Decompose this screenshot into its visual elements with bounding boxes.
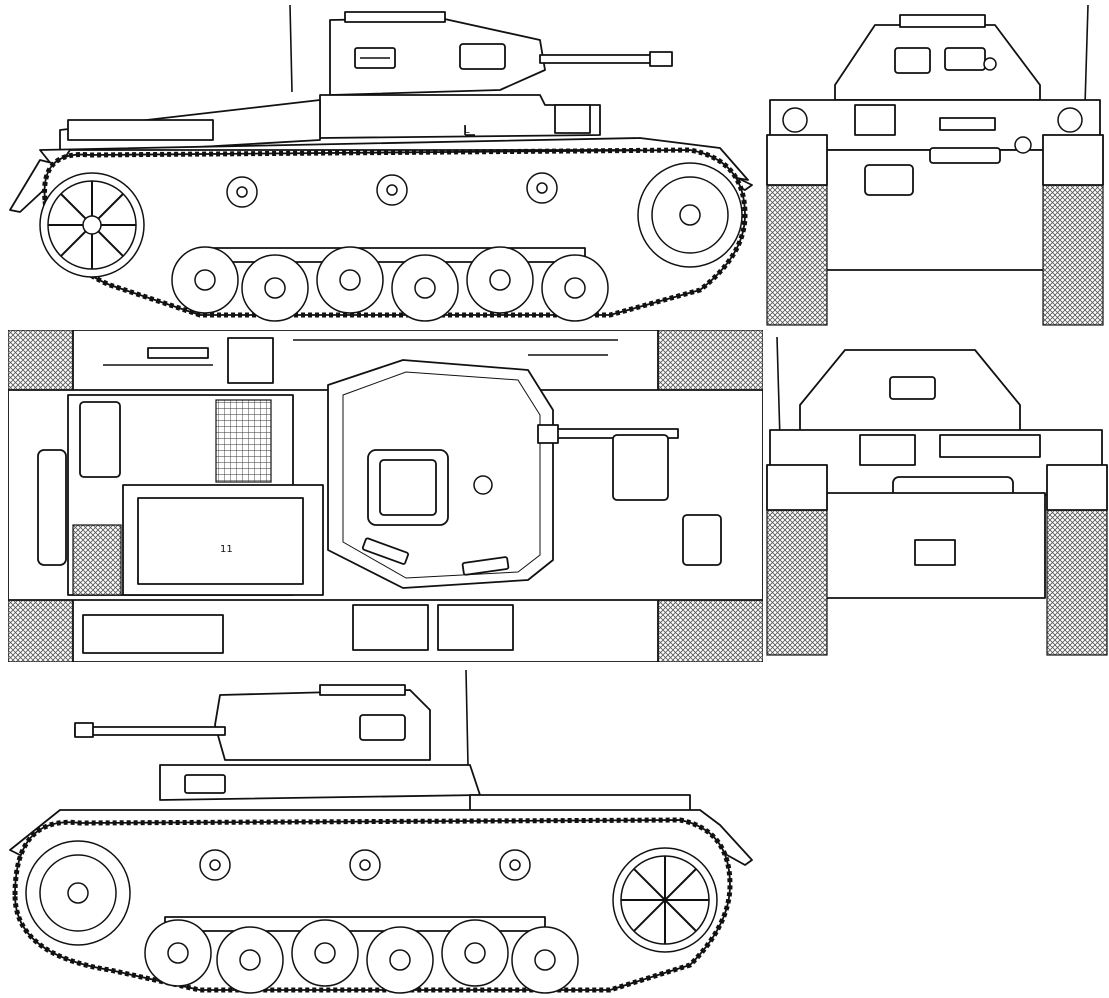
main-gun <box>539 54 666 64</box>
road-wheels <box>144 919 579 994</box>
idler-spokes <box>621 856 709 944</box>
front-view <box>765 0 1109 330</box>
headlight-left <box>782 107 808 133</box>
stowage-box <box>82 614 224 654</box>
antenna <box>1084 4 1089 106</box>
driver-hatch <box>612 434 669 501</box>
vision-port <box>944 47 986 71</box>
antenna <box>289 4 293 93</box>
exhaust-muffler <box>37 449 67 566</box>
turret-hatch <box>319 684 406 696</box>
hatch-letter: L <box>464 125 470 136</box>
tow-hitch <box>914 539 956 566</box>
side-view-left: L <box>0 0 760 325</box>
return-rollers <box>226 172 558 208</box>
turret <box>214 689 431 761</box>
muzzle <box>649 51 673 67</box>
driver-visor <box>854 104 896 136</box>
rear-plate-mark: 11 <box>220 544 233 555</box>
road-wheels <box>171 246 609 322</box>
rear-port <box>889 376 936 400</box>
antenna <box>776 336 781 441</box>
rear-grille <box>72 524 122 596</box>
rear-view <box>765 335 1109 660</box>
return-rollers <box>199 849 531 881</box>
driver-visor <box>554 104 591 134</box>
turret-hatch <box>344 11 446 23</box>
turret-hatch <box>899 14 986 28</box>
top-view: 11 <box>8 330 763 662</box>
stowed-tools <box>103 337 618 384</box>
vision-port <box>459 43 506 70</box>
lower-plate <box>824 492 1046 599</box>
side-view-right <box>0 665 760 998</box>
turret <box>834 24 1041 101</box>
engine-grille <box>215 399 272 483</box>
main-gun <box>74 726 226 736</box>
hatch-plate <box>864 164 914 196</box>
antenna <box>465 669 469 766</box>
tool-box <box>67 119 214 141</box>
rear-hatch <box>859 434 916 466</box>
headlight-right <box>1057 107 1083 133</box>
mg-mount <box>939 117 996 131</box>
vision-port <box>359 714 406 741</box>
